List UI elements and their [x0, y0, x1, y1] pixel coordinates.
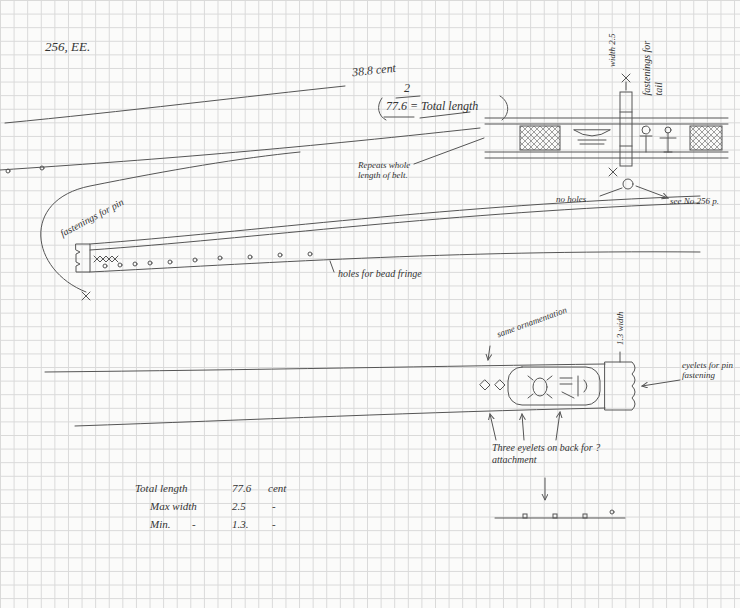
- sketch-note: Three eyelets on back for ? attachment: [492, 442, 632, 465]
- sketch-note: 2.5: [232, 500, 246, 513]
- sketch-note: fastenings for tail: [641, 37, 664, 95]
- sketch-note: 1.3 width: [615, 311, 625, 345]
- sketch-note: -: [192, 518, 196, 531]
- sketch-note: Repeats whole length of belt.: [358, 160, 414, 181]
- sketch-note: 38.8 cent: [351, 62, 396, 80]
- sketch-note: -: [272, 500, 276, 513]
- sketch-note: 2: [404, 82, 410, 96]
- sketch-note: width 2.5: [607, 33, 617, 67]
- sketch-note: Total length: [135, 482, 187, 495]
- sketch-note: Max width: [150, 500, 197, 513]
- sketch-note: 77.6: [232, 482, 251, 495]
- sketch-note: holes for bead fringe: [338, 268, 422, 280]
- sketch-note: -: [272, 518, 276, 531]
- sketch-note: fastenings for pin: [58, 196, 125, 239]
- sketch-note: no holes: [556, 194, 586, 204]
- sketch-note: see No 256 p.: [670, 196, 719, 206]
- sketch-note: 1.3.: [232, 518, 249, 531]
- sketch-note: 77.6 = Total length: [386, 100, 478, 114]
- sketch-note: Min.: [150, 518, 170, 531]
- sketch-note: cent: [268, 482, 286, 495]
- sketch-note: eyelets for pin fastening: [682, 360, 734, 381]
- sheet-title: 256, EE.: [45, 40, 90, 55]
- sketch-note: same ornamentation: [495, 305, 568, 340]
